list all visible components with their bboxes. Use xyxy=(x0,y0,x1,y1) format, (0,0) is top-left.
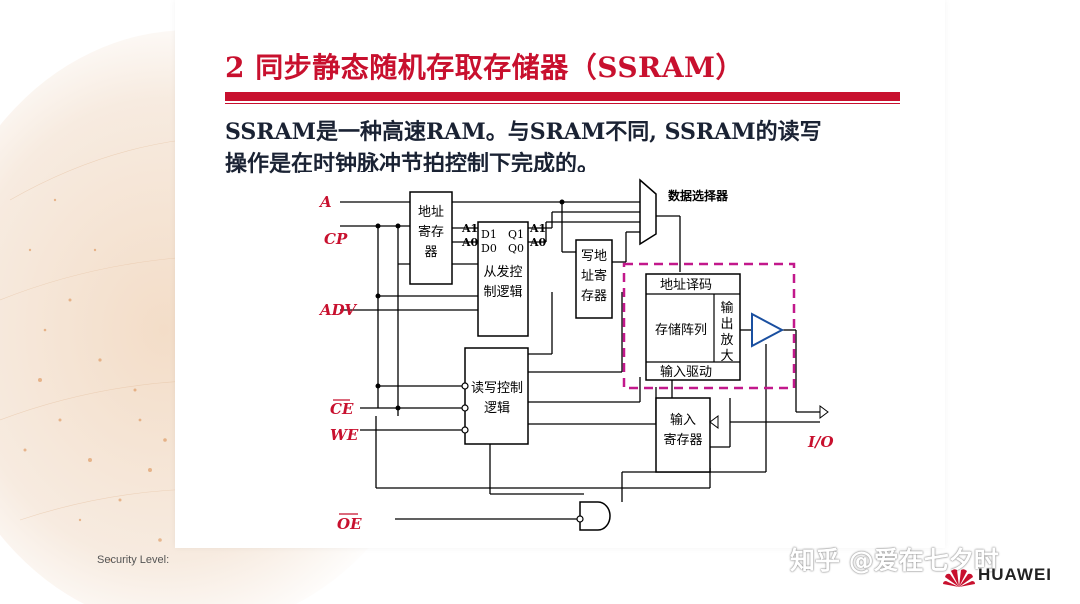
security-level-label: Security Level: xyxy=(97,554,170,566)
core-decoder: 地址译码 xyxy=(660,278,712,293)
body-text-line-1: SSRAM是一种高速RAM。与SRAM不同, SSRAM的读写 xyxy=(225,119,822,145)
oe-and-gate xyxy=(579,501,611,531)
title-underline-line xyxy=(225,103,900,104)
burst-pin-q0: Q0 xyxy=(508,242,524,255)
core-array: 存储阵列 xyxy=(655,323,707,338)
input-register-line-2: 寄存器 xyxy=(663,432,702,448)
write-address-register-line-2: 址寄 xyxy=(581,268,607,284)
input-we-label: WE xyxy=(330,426,359,444)
input-adv-label: ADV xyxy=(318,301,357,319)
core-input-driver: 输入驱动 xyxy=(660,364,712,380)
io-label: I/O xyxy=(807,433,834,451)
burst-in-a0: A0 xyxy=(461,236,479,249)
input-ce-label: CE xyxy=(330,400,354,418)
core-output-amp-1: 输 xyxy=(720,300,733,316)
burst-pin-d0: D0 xyxy=(481,242,497,255)
burst-in-a1: A1 xyxy=(461,222,478,235)
rw-control-line-2: 逻辑 xyxy=(484,401,510,416)
address-register-line-3: 器 xyxy=(424,245,437,260)
input-a-label: A xyxy=(318,193,332,211)
write-address-register-line-3: 存器 xyxy=(581,289,607,304)
burst-logic-label-1: 从发控 xyxy=(483,264,522,280)
output-buffer-triangle xyxy=(751,312,785,348)
burst-logic-label-2: 制逻辑 xyxy=(483,285,522,300)
input-register-line-1: 输入 xyxy=(670,412,696,428)
huawei-brand-text: HUAWEI xyxy=(978,565,1052,584)
rw-control-line-1: 读写控制 xyxy=(471,381,523,396)
slide-title: 2 同步静态随机存取存储器（SSRAM） xyxy=(225,51,745,84)
mux-label: 数据选择器 xyxy=(668,188,729,203)
input-oe-label: OE xyxy=(337,515,362,533)
huawei-logo-icon xyxy=(943,569,975,587)
ssram-block-diagram: 地址 寄存 器 D1 D0 Q1 Q0 A1 A0 A1 A0 从发控 制逻辑 … xyxy=(300,172,860,544)
core-output-amp-2: 出 xyxy=(720,317,733,332)
address-register-line-2: 寄存 xyxy=(418,224,444,240)
burst-out-a0: A0 xyxy=(529,236,547,249)
burst-pin-d1: D1 xyxy=(481,228,497,241)
burst-out-a1: A1 xyxy=(529,222,546,235)
core-output-amp-4: 大 xyxy=(720,349,733,364)
write-address-register-line-1: 写地 xyxy=(581,249,607,264)
core-output-amp-3: 放 xyxy=(720,333,733,348)
input-cp-label: CP xyxy=(324,230,348,248)
burst-pin-q1: Q1 xyxy=(508,228,524,241)
title-underline-bar xyxy=(225,92,900,101)
address-register-line-1: 地址 xyxy=(418,205,444,220)
